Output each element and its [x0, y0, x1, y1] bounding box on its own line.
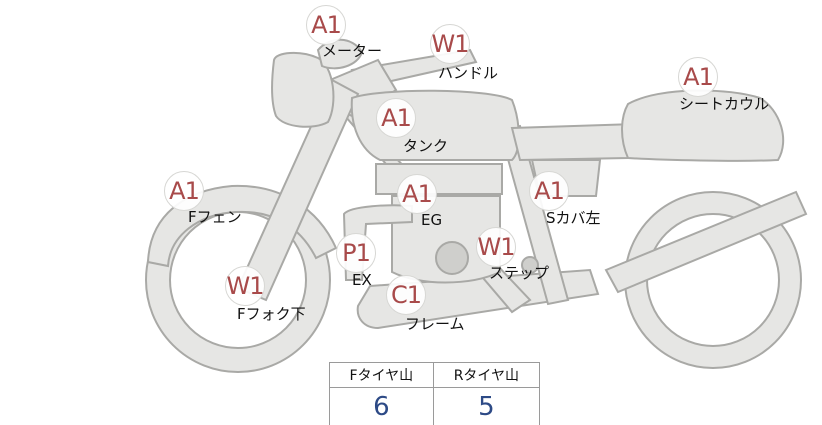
rear-tire-value: 5 — [432, 387, 541, 425]
muffler-badge: P1 — [336, 233, 376, 273]
engine-top[interactable] — [375, 163, 503, 195]
tank-badge: A1 — [376, 98, 416, 138]
side-cover-badge: A1 — [529, 171, 569, 211]
swing-arm[interactable] — [604, 190, 808, 294]
meter-badge: A1 — [306, 5, 346, 45]
f-fender-badge: A1 — [164, 171, 204, 211]
f-fender-label: Fフェン — [188, 208, 242, 226]
engine-cover — [435, 241, 469, 275]
step-label: ステップ — [489, 264, 550, 282]
seat[interactable] — [510, 122, 638, 162]
muffler-label: EX — [352, 271, 372, 289]
step[interactable] — [521, 256, 539, 274]
seat-cowl-label: シートカウル — [679, 95, 770, 113]
handle-label: ハンドル — [438, 64, 499, 82]
front-tire-header: Fタイヤ山 — [329, 362, 434, 388]
tire-tread-table: Fタイヤ山 Rタイヤ山 6 5 — [329, 362, 541, 425]
handle-badge: W1 — [430, 24, 470, 64]
tank-label: タンク — [403, 137, 449, 155]
engine-block[interactable] — [391, 195, 501, 284]
meter-label: メーター — [322, 42, 383, 60]
step-badge: W1 — [476, 227, 516, 267]
f-fork-badge: W1 — [225, 266, 265, 306]
headlight[interactable] — [271, 52, 335, 128]
frame-badge: C1 — [386, 275, 426, 315]
rear-tire-header: Rタイヤ山 — [432, 362, 541, 388]
front-tire-value: 6 — [329, 387, 434, 425]
side-cover-label: Sカバ左 — [546, 209, 601, 227]
tire-header-row: Fタイヤ山 Rタイヤ山 — [329, 362, 541, 388]
f-fork-label: Fフォク下 — [237, 305, 306, 323]
tire-value-row: 6 5 — [329, 387, 541, 425]
engine-badge: A1 — [397, 174, 437, 214]
seat-cowl-badge: A1 — [678, 57, 718, 97]
frame-label: フレーム — [405, 315, 465, 333]
engine-label: EG — [421, 211, 443, 229]
front-fork[interactable] — [236, 78, 360, 302]
